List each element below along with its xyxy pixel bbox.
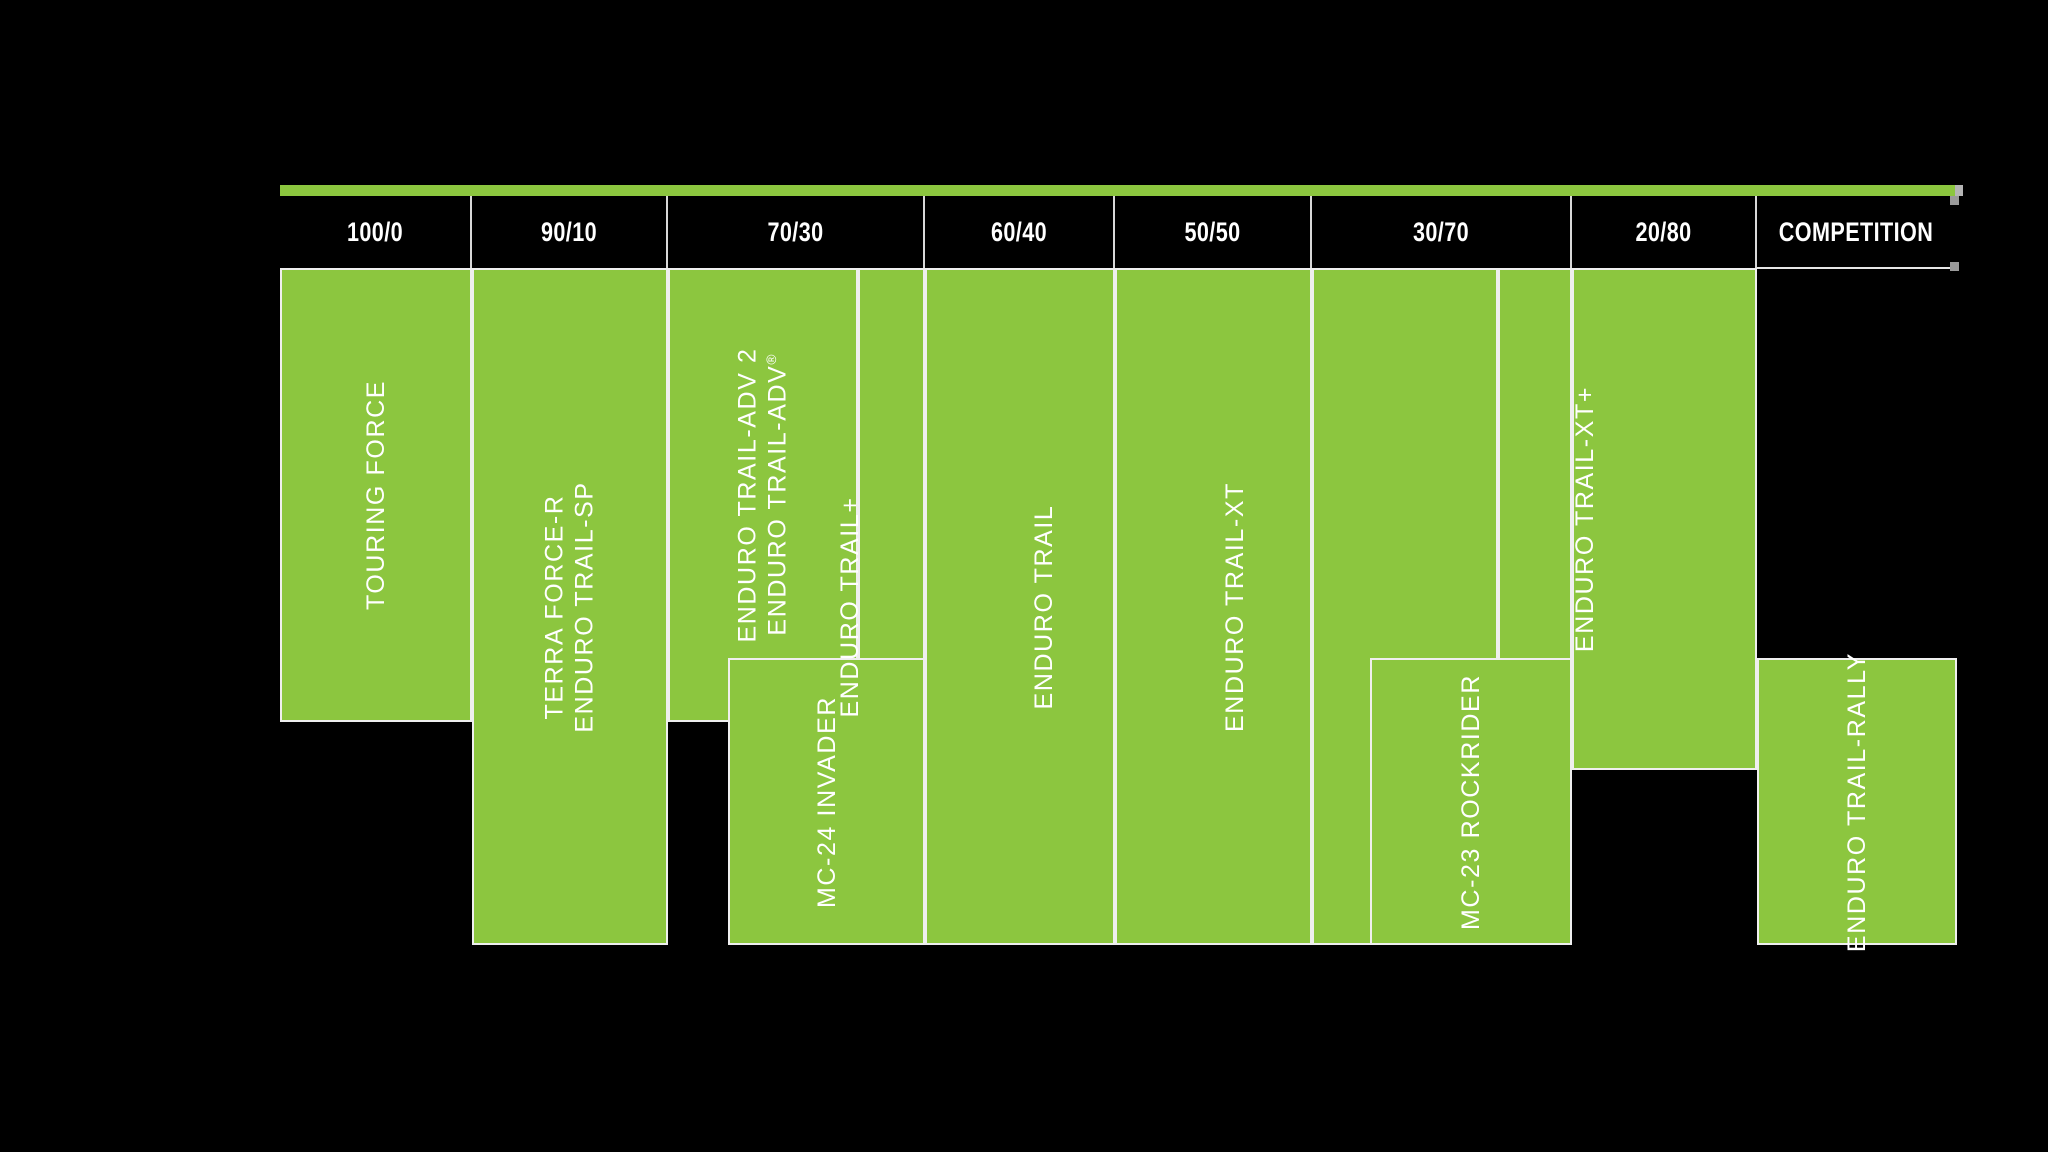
bar-terra-force-r[interactable]: TERRA FORCE-R ENDURO TRAIL-SP: [472, 268, 668, 945]
bar-enduro-trail-adv[interactable]: ENDURO TRAIL-ADV 2 ENDURO TRAIL-ADV®: [668, 268, 858, 722]
header-divider: [1570, 196, 1572, 268]
header-divider: [1755, 196, 1757, 268]
registered-mark-icon: ®: [763, 354, 779, 365]
header-cell-20-80[interactable]: 20/80: [1635, 216, 1692, 247]
header-cell-60-40[interactable]: 60/40: [990, 216, 1048, 247]
bar-mc24-invader[interactable]: MC-24 INVADER: [728, 658, 925, 945]
bar-label-touring-force: TOURING FORCE: [361, 379, 390, 611]
header-cell-competition[interactable]: COMPETITION: [1778, 216, 1934, 247]
bar-label-line2: ENDURO TRAIL-SP: [570, 480, 598, 733]
header-cell-90-10[interactable]: 90/10: [540, 216, 598, 247]
header-divider: [1310, 196, 1312, 268]
bar-label-mc24-invader: MC-24 INVADER: [812, 695, 841, 908]
header-cell-100-0[interactable]: 100/0: [346, 216, 404, 247]
bar-label-enduro-trail-rally: ENDURO TRAIL-RALLY: [1842, 651, 1871, 952]
bar-label-line1: ENDURO TRAIL-ADV 2: [733, 347, 762, 643]
header-cell-70-30[interactable]: 70/30: [767, 216, 824, 247]
bar-enduro-trail-plus[interactable]: ENDURO TRAIL+: [836, 268, 1115, 945]
bar-enduro-trail[interactable]: ENDURO TRAIL: [1029, 268, 1312, 945]
header-baseline-right: [1757, 267, 1957, 269]
header-baseline-end-tick: [1950, 262, 1959, 271]
bar-label-enduro-trail-xt-plus: ENDURO TRAIL-XT+: [1570, 385, 1599, 653]
bar-label-mc23-rockrider: MC-23 ROCKRIDER: [1456, 673, 1485, 930]
header-divider: [1113, 196, 1115, 268]
header-divider: [666, 196, 668, 268]
bar-enduro-trail-xt-plus[interactable]: ENDURO TRAIL-XT+: [1570, 268, 1757, 770]
header-divider: [923, 196, 925, 268]
header-cell-30-70[interactable]: 30/70: [1412, 216, 1470, 247]
bar-label-enduro-trail-xt: ENDURO TRAIL-XT: [1220, 481, 1249, 732]
header-cell-50-50[interactable]: 50/50: [1184, 216, 1241, 247]
bar-enduro-trail-adv-extension[interactable]: [858, 268, 925, 662]
bar-touring-force[interactable]: TOURING FORCE: [280, 268, 472, 722]
bar-enduro-trail-rally[interactable]: ENDURO TRAIL-RALLY: [1757, 651, 1957, 952]
header-divider: [470, 196, 472, 268]
bar-label-enduro-trail: ENDURO TRAIL: [1029, 504, 1058, 709]
top-rule-corner-tick: [1950, 196, 1959, 205]
top-rule-end-cap: [1955, 185, 1963, 196]
bar-label-line2: ENDURO TRAIL-ADV: [763, 364, 791, 636]
bar-label-enduro-trail-adv: ENDURO TRAIL-ADV 2 ENDURO TRAIL-ADV®: [734, 347, 793, 642]
bar-label-enduro-trail-plus: ENDURO TRAIL+: [835, 495, 864, 718]
bar-enduro-trail-xt-extension[interactable]: [1498, 268, 1572, 662]
bar-mc23-rockrider[interactable]: MC-23 ROCKRIDER: [1370, 658, 1572, 945]
bar-label-terra-force-r: TERRA FORCE-R ENDURO TRAIL-SP: [541, 481, 600, 732]
top-green-rule: [280, 185, 1955, 196]
bar-label-line1: TERRA FORCE-R: [540, 494, 569, 719]
